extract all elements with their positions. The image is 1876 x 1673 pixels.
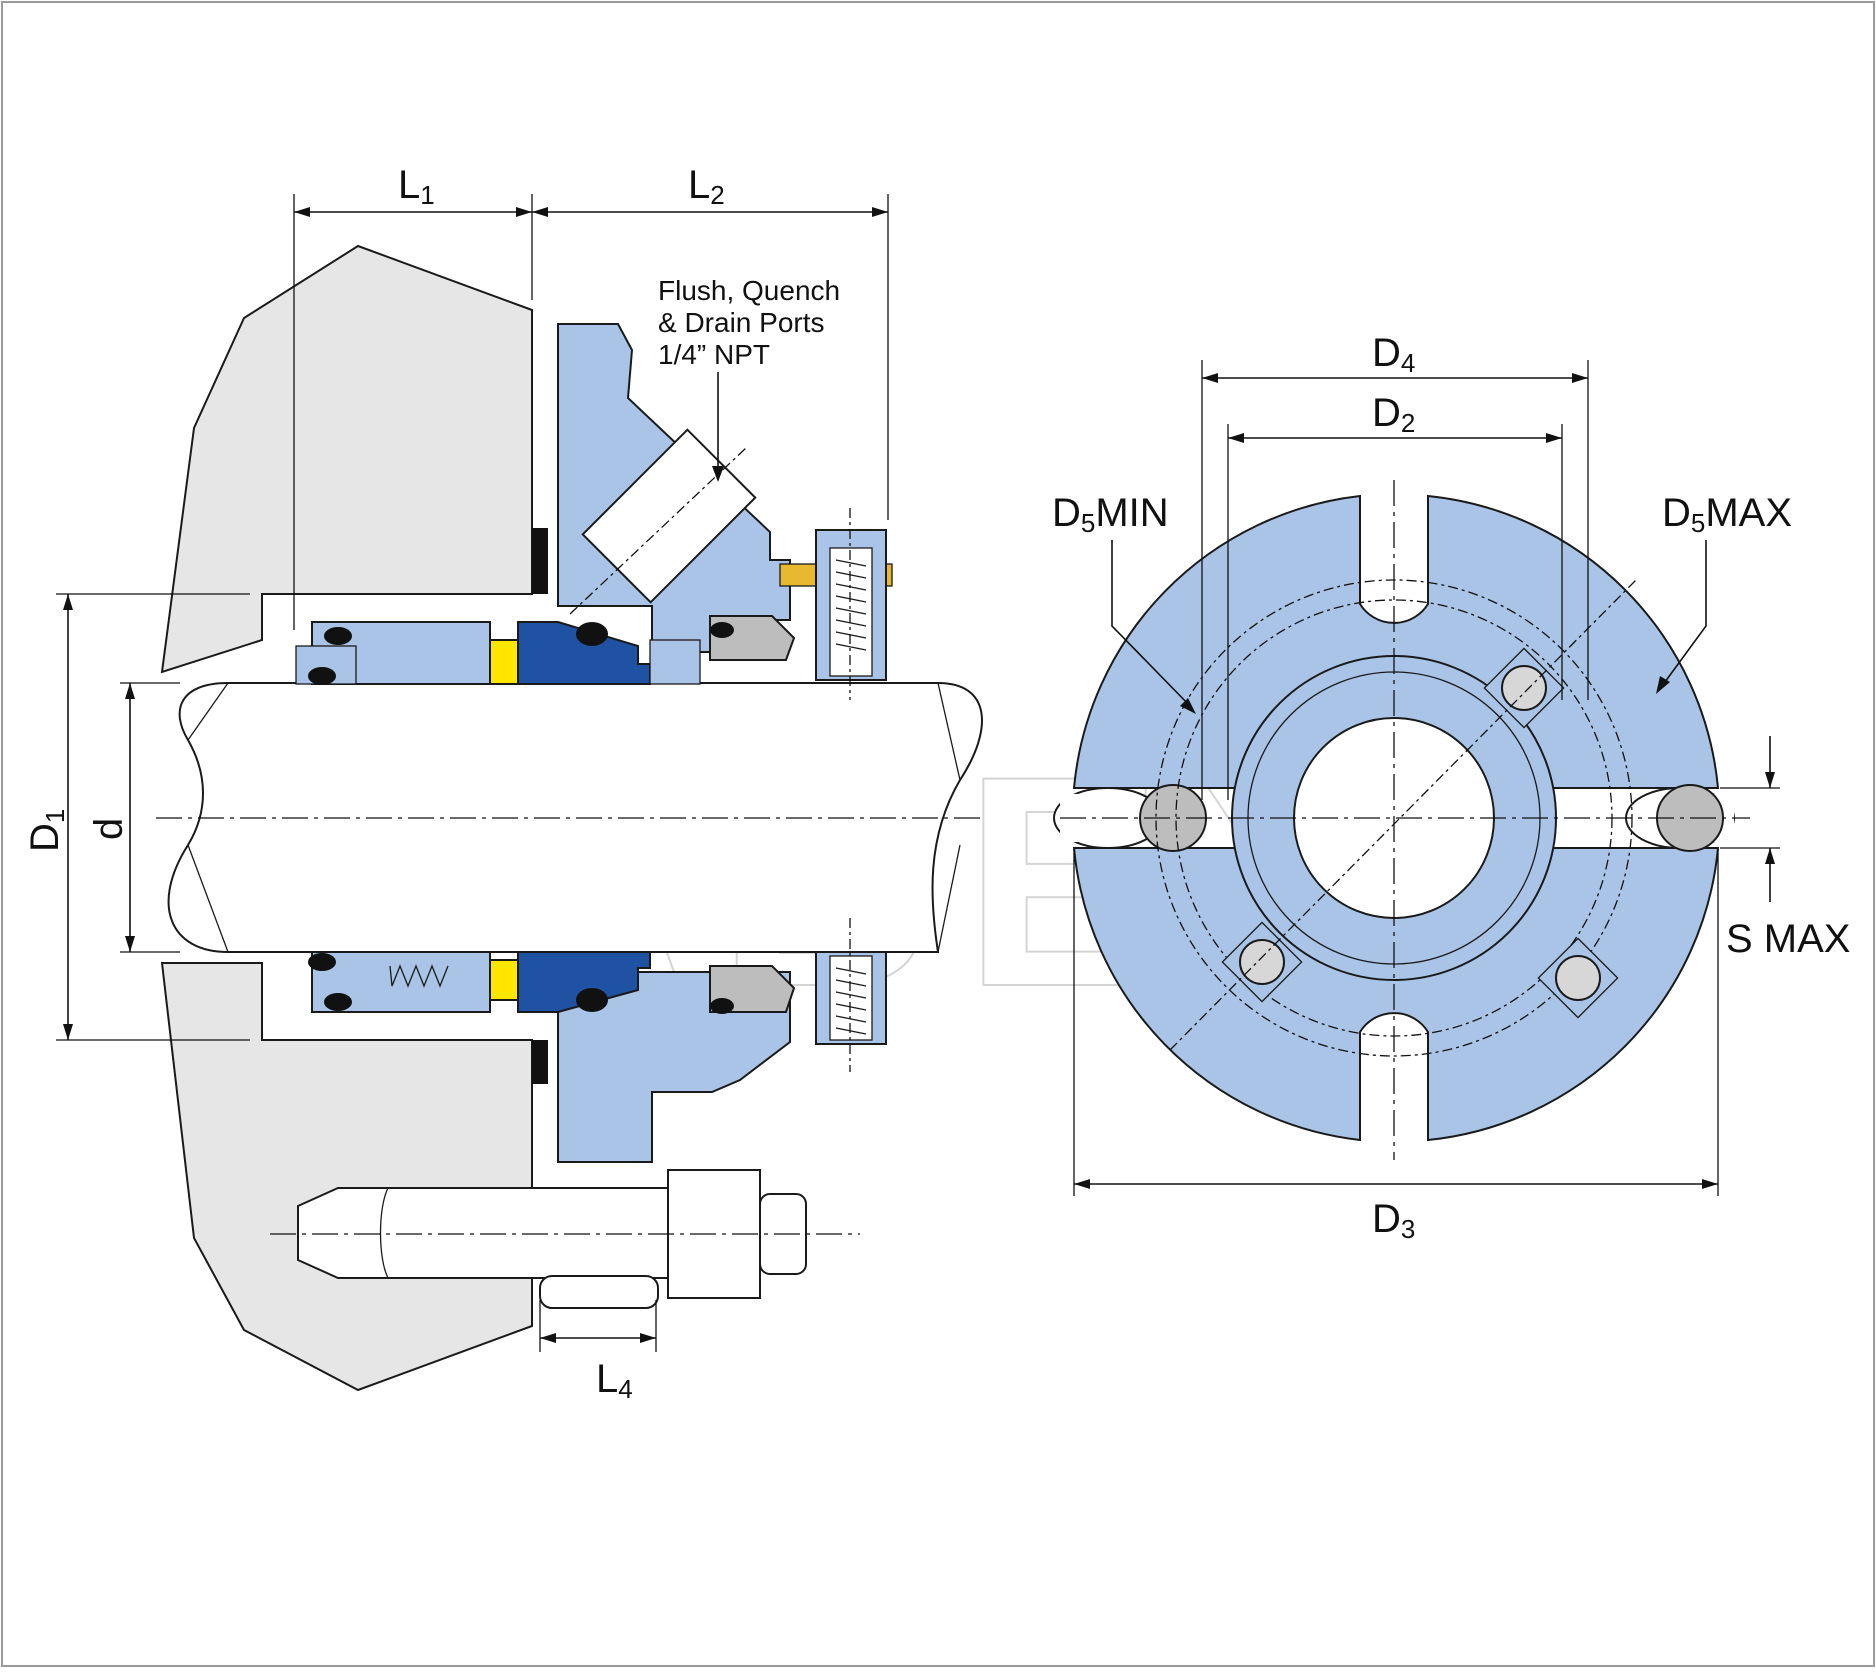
set-screw-head: [1555, 955, 1601, 1001]
housing-lower: [160, 962, 533, 1392]
section-view: L1 L2 Flush, Quench & Drain Ports 1/4” N…: [23, 163, 983, 1404]
gasket-lower: [532, 1040, 548, 1084]
lip-seal-lower: [709, 965, 796, 1013]
gland-bolt: [297, 1187, 669, 1279]
set-screw-sw: [1221, 921, 1303, 1003]
set-screw-head: [1501, 665, 1547, 711]
label-d4: D4: [1372, 331, 1415, 378]
label-l1: L1: [398, 163, 435, 210]
gasket-upper: [532, 528, 548, 594]
flange-upper-half: [1072, 494, 1720, 789]
o-ring: [710, 622, 734, 638]
label-d5max: D5MAX: [1662, 491, 1792, 538]
spring-retainer-upper: [489, 639, 519, 685]
leader-d5max: [1661, 540, 1707, 687]
stationary-ring-upper: [649, 639, 701, 685]
leader-d5min: [1111, 540, 1193, 709]
label-l2: L2: [688, 163, 725, 210]
label-d3: D3: [1372, 1197, 1415, 1244]
o-ring: [576, 988, 608, 1012]
end-view: D4 D2 D3 D5MIN D5MAX S MAX: [1052, 331, 1850, 1244]
rotary-face-upper: [517, 621, 651, 685]
flange-lower-half: [1072, 847, 1720, 1142]
label-d2: D2: [1372, 391, 1415, 438]
label-d1: D1: [23, 809, 70, 852]
housing-upper: [160, 244, 533, 674]
set-screw-upper: [829, 547, 873, 677]
label-d5min: D5MIN: [1052, 491, 1169, 538]
rotary-face-lower: [517, 951, 651, 1013]
label-smax: S MAX: [1726, 917, 1850, 961]
port-centerline: [569, 447, 747, 615]
label-d: d: [87, 818, 131, 840]
port-plug: [581, 428, 757, 604]
o-ring: [576, 622, 608, 646]
set-screw-ne: [1483, 647, 1565, 729]
bolt-thread-end: [379, 1187, 389, 1279]
o-ring: [324, 993, 352, 1011]
port-note: Flush, Quench & Drain Ports 1/4” NPT: [658, 275, 848, 370]
leader-d5max-arrow: [1656, 676, 1670, 694]
o-ring: [710, 998, 734, 1014]
leader-d5min-arrow: [1180, 698, 1196, 714]
o-ring: [308, 667, 336, 685]
o-ring: [308, 953, 336, 971]
port-leader-arrow: [712, 466, 724, 482]
set-screw-upper-thread: [835, 559, 867, 651]
set-screw-head: [1239, 938, 1285, 985]
end-centerline-diag: [1169, 579, 1637, 1051]
spring-lower: [389, 964, 449, 988]
o-ring: [324, 627, 352, 645]
washer: [539, 1275, 659, 1309]
set-screw-se: [1537, 937, 1619, 1019]
label-l4: L4: [596, 1357, 633, 1404]
set-screw-lower-thread: [835, 967, 867, 1035]
shaft-break-lines: [187, 682, 961, 953]
spring-retainer-lower: [489, 959, 519, 1001]
